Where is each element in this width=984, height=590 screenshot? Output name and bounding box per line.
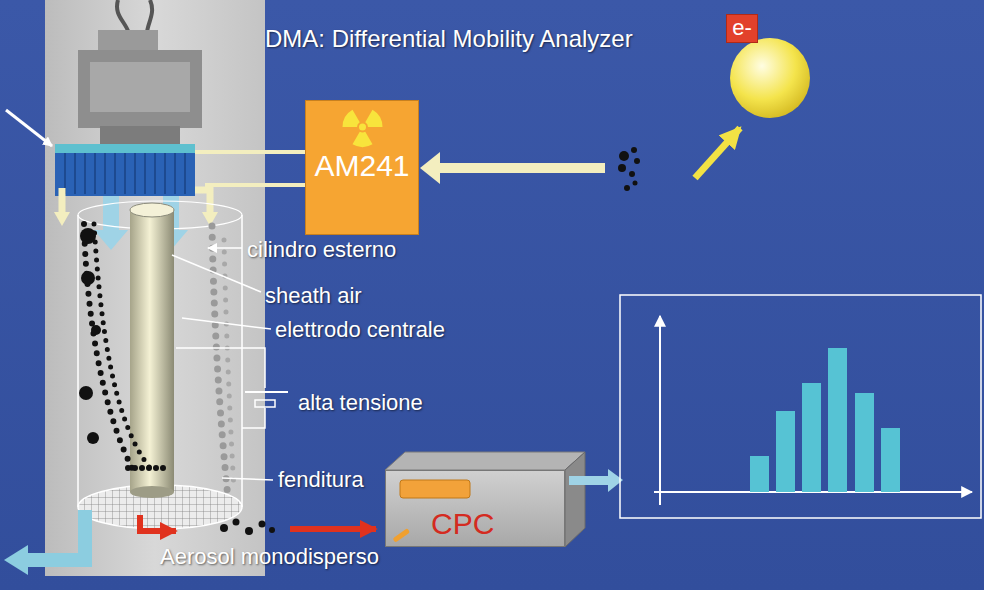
particle xyxy=(631,147,637,153)
particle xyxy=(245,527,253,535)
chart-frame xyxy=(620,295,981,518)
particle xyxy=(79,386,93,400)
particle xyxy=(629,171,635,177)
source-box: AM241 xyxy=(305,100,419,235)
apparatus-part xyxy=(98,30,158,52)
radiation-blade xyxy=(365,110,382,127)
particle xyxy=(80,228,96,244)
cpc-side-face xyxy=(565,452,585,547)
battery-symbol xyxy=(245,391,288,393)
inlet-nozzle xyxy=(392,528,410,542)
electron-sphere xyxy=(730,38,810,118)
particle-trajectory xyxy=(84,224,132,468)
counter-box: CPC xyxy=(385,470,565,547)
chart-bar xyxy=(802,383,821,492)
cpc-top-face xyxy=(385,452,585,470)
part-label: fenditura xyxy=(278,467,364,492)
particle xyxy=(128,465,168,471)
chart-axis xyxy=(659,316,661,505)
inlet-top xyxy=(55,144,195,153)
particle xyxy=(220,524,228,532)
apparatus-part xyxy=(78,50,202,128)
exhaust-arrow xyxy=(26,510,85,560)
node-text: e- xyxy=(732,16,752,40)
output-arrow xyxy=(569,476,609,485)
sample-arrow xyxy=(140,515,176,531)
part-label: cilindro esterno xyxy=(247,237,396,262)
radiation-core xyxy=(359,124,366,131)
circuit-wire xyxy=(176,348,265,428)
particle-trajectory xyxy=(94,224,150,468)
chart-bar xyxy=(776,411,795,492)
part-label: elettrodo centrale xyxy=(275,317,445,342)
particle xyxy=(269,527,275,533)
title-slot: DMA: Differential Mobility Analyzer xyxy=(265,25,633,53)
label-slot: cilindro esterno xyxy=(247,237,396,262)
aerosol-inlet-arrow xyxy=(438,163,605,173)
pointer-arrow xyxy=(6,110,52,146)
node-text: AM241 xyxy=(314,149,409,182)
leader-line xyxy=(182,318,271,329)
particle xyxy=(81,271,95,285)
central-electrode xyxy=(130,210,174,492)
aerosol-flow-head xyxy=(54,212,70,226)
label-slot: sheath air xyxy=(265,283,362,308)
aerosol-flow xyxy=(59,188,66,214)
apparatus-part xyxy=(100,126,180,146)
particle xyxy=(618,164,626,172)
inlet-block xyxy=(55,150,195,196)
aerosol-flow xyxy=(195,150,305,154)
particle-trajectory xyxy=(212,226,228,498)
particle xyxy=(233,519,240,526)
particle xyxy=(619,151,629,161)
apparatus-part xyxy=(90,62,190,112)
aerosol-inlet-head xyxy=(420,152,440,184)
label-slot: fenditura xyxy=(278,467,364,492)
exhaust-arrow-head xyxy=(4,545,28,575)
leader-line xyxy=(222,478,273,480)
part-label: alta tensione xyxy=(298,390,423,415)
label-slot: elettrodo centrale xyxy=(275,317,445,342)
slit-mesh xyxy=(78,485,242,529)
particle xyxy=(87,432,99,444)
chart-bar xyxy=(828,348,847,492)
aerosol-flow xyxy=(205,183,305,187)
radiation-blade xyxy=(353,132,373,147)
central-electrode-top xyxy=(130,203,174,217)
electron-tag: e- xyxy=(726,14,758,43)
electron-arrow xyxy=(695,128,740,178)
label-slot: alta tensione xyxy=(298,390,423,415)
particle xyxy=(633,181,638,186)
radiation-blade xyxy=(343,110,360,127)
particle xyxy=(624,185,630,191)
chart-bar xyxy=(750,456,769,492)
central-electrode-base xyxy=(130,486,174,498)
particle xyxy=(634,158,640,164)
chart-bar xyxy=(855,393,874,492)
display-window xyxy=(400,480,470,498)
chart-bar xyxy=(881,428,900,492)
inlet-stripes xyxy=(65,152,185,194)
leader-line xyxy=(208,247,242,249)
node-text: CPC xyxy=(431,507,494,540)
diagram-title: DMA: Differential Mobility Analyzer xyxy=(265,25,633,52)
particle xyxy=(259,521,266,528)
part-label: Aerosol monodisperso xyxy=(160,544,379,569)
battery-symbol xyxy=(255,400,275,407)
part-label: sheath air xyxy=(265,283,362,308)
photo-panel xyxy=(45,0,265,576)
particle xyxy=(91,325,101,335)
radiation-symbol xyxy=(306,101,419,151)
sample-arrow xyxy=(290,526,376,532)
label-slot: Aerosol monodisperso xyxy=(160,544,379,569)
